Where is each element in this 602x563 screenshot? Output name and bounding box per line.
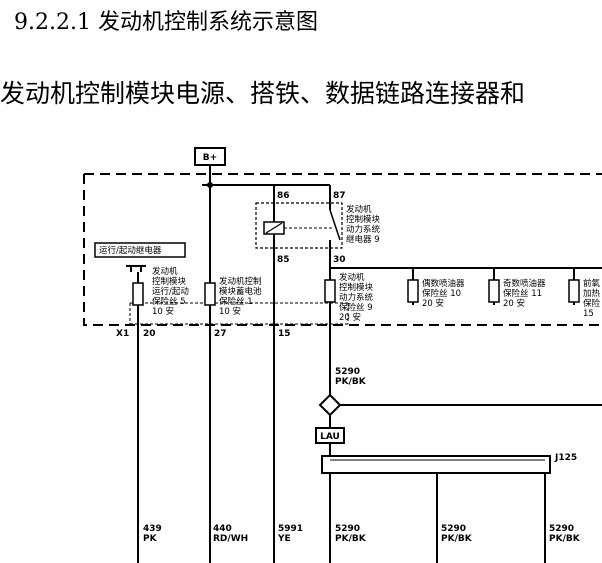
lau-box bbox=[315, 427, 345, 444]
svg-text:保险丝 10: 保险丝 10 bbox=[422, 288, 461, 299]
svg-text:控制模块: 控制模块 bbox=[346, 214, 381, 225]
connector-x1-label: X1 bbox=[116, 329, 129, 339]
relay-label: 发动机 控制模块 动力系统 继电器 9 bbox=[346, 204, 381, 245]
svg-text:PK/BK: PK/BK bbox=[441, 534, 473, 544]
splice-j125-label: J125 bbox=[554, 453, 577, 463]
svg-text:保险丝 9: 保险丝 9 bbox=[339, 302, 373, 313]
fuse1-label: 发动机控制 模块蓄电池 保险丝 1 10 安 bbox=[219, 276, 262, 317]
relay-contact bbox=[329, 209, 341, 241]
svg-text:发动机: 发动机 bbox=[346, 204, 372, 215]
wire-label-5991: 5991 YE bbox=[277, 524, 303, 544]
svg-text:PK: PK bbox=[143, 534, 158, 544]
svg-text:保险丝 5: 保险丝 5 bbox=[152, 296, 186, 307]
svg-text:20 安: 20 安 bbox=[503, 298, 525, 309]
relay-coil-slash bbox=[265, 222, 283, 234]
svg-text:5290: 5290 bbox=[549, 524, 574, 534]
fuse-block-outline bbox=[83, 173, 602, 326]
x1-pin-20: 20 bbox=[143, 329, 156, 339]
svg-text:RD/WH: RD/WH bbox=[213, 534, 248, 544]
bus-wire-color: PK/BK bbox=[335, 377, 367, 387]
relay-pin-87: 87 bbox=[333, 191, 346, 201]
x1-pin-15: 15 bbox=[278, 329, 291, 339]
svg-text:5290: 5290 bbox=[441, 524, 466, 534]
wire-label-5290-a: 5290 PK/BK bbox=[335, 524, 367, 544]
svg-text:前氧: 前氧 bbox=[583, 278, 601, 289]
svg-text:10 安: 10 安 bbox=[152, 306, 174, 317]
fuse10 bbox=[407, 279, 419, 303]
svg-text:10 安: 10 安 bbox=[219, 306, 241, 317]
svg-text:保险丝 1: 保险丝 1 bbox=[219, 296, 253, 307]
fuse-o2-label: 前氧 加热 保险 15 bbox=[583, 278, 601, 319]
fuse11 bbox=[488, 279, 500, 303]
fuse10-label: 偶数喷油器 保险丝 10 20 安 bbox=[422, 278, 465, 309]
fuse11-label: 奇数喷油器 保险丝 11 20 安 bbox=[503, 278, 546, 309]
fuse1 bbox=[204, 282, 216, 306]
page-title: 9.2.2.1 发动机控制系统示意图 bbox=[14, 10, 318, 35]
svg-text:YE: YE bbox=[277, 534, 291, 544]
svg-text:动力系统: 动力系统 bbox=[346, 224, 381, 235]
svg-text:继电器 9: 继电器 9 bbox=[346, 234, 380, 245]
wire-label-5290-b: 5290 PK/BK bbox=[441, 524, 473, 544]
fuse9-label: 发动机 控制模块 动力系统 保险丝 9 20 安 bbox=[339, 272, 374, 323]
svg-text:5290: 5290 bbox=[335, 524, 360, 534]
svg-text:偶数喷油器: 偶数喷油器 bbox=[422, 278, 465, 289]
svg-text:控制模块: 控制模块 bbox=[152, 276, 187, 287]
relay-pin-85: 85 bbox=[277, 255, 290, 265]
svg-text:保险: 保险 bbox=[583, 298, 601, 309]
bus-wire-number: 5290 bbox=[335, 367, 360, 377]
svg-text:440: 440 bbox=[213, 524, 232, 534]
fuse5-label: 发动机 控制模块 运行/起动 保险丝 5 10 安 bbox=[152, 266, 189, 317]
svg-text:发动机: 发动机 bbox=[339, 272, 365, 283]
svg-text:PK/BK: PK/BK bbox=[335, 534, 367, 544]
fuse-o2 bbox=[568, 279, 580, 303]
svg-text:运行/起动: 运行/起动 bbox=[152, 286, 189, 297]
x1-pin-27: 27 bbox=[214, 329, 227, 339]
lau-label: LAU bbox=[320, 432, 340, 442]
run-crank-relay-label: 运行/起动继电器 bbox=[99, 245, 162, 256]
section-heading: 发动机控制模块电源、搭铁、数据链路连接器和 bbox=[0, 79, 526, 108]
relay-pin-86: 86 bbox=[277, 191, 290, 201]
svg-text:发动机控制: 发动机控制 bbox=[219, 276, 262, 287]
svg-text:控制模块: 控制模块 bbox=[339, 282, 374, 293]
splice-diamond bbox=[318, 393, 342, 417]
svg-text:5991: 5991 bbox=[278, 524, 303, 534]
splice-j125 bbox=[321, 455, 551, 474]
relay-pin-30: 30 bbox=[333, 255, 346, 265]
svg-text:439: 439 bbox=[143, 524, 162, 534]
wire-label-440: 440 RD/WH bbox=[213, 524, 248, 544]
svg-text:20 安: 20 安 bbox=[339, 312, 361, 323]
fuse5 bbox=[132, 282, 144, 306]
svg-text:加热: 加热 bbox=[583, 288, 601, 299]
fuse9 bbox=[324, 279, 336, 303]
svg-text:20 安: 20 安 bbox=[422, 298, 444, 309]
svg-text:15: 15 bbox=[583, 309, 594, 319]
wire-label-5290-c: 5290 PK/BK bbox=[549, 524, 581, 544]
svg-text:保险丝 11: 保险丝 11 bbox=[503, 288, 542, 299]
wire-label-439: 439 PK bbox=[143, 524, 162, 544]
relay-switch-symbol bbox=[126, 265, 146, 272]
relay-box bbox=[255, 202, 343, 249]
svg-text:模块蓄电池: 模块蓄电池 bbox=[219, 286, 262, 297]
svg-text:动力系统: 动力系统 bbox=[339, 292, 374, 303]
svg-text:奇数喷油器: 奇数喷油器 bbox=[503, 278, 546, 289]
run-crank-relay-box bbox=[94, 242, 186, 258]
svg-text:PK/BK: PK/BK bbox=[549, 534, 581, 544]
svg-text:发动机: 发动机 bbox=[152, 266, 178, 277]
battery-label: B+ bbox=[203, 153, 217, 163]
